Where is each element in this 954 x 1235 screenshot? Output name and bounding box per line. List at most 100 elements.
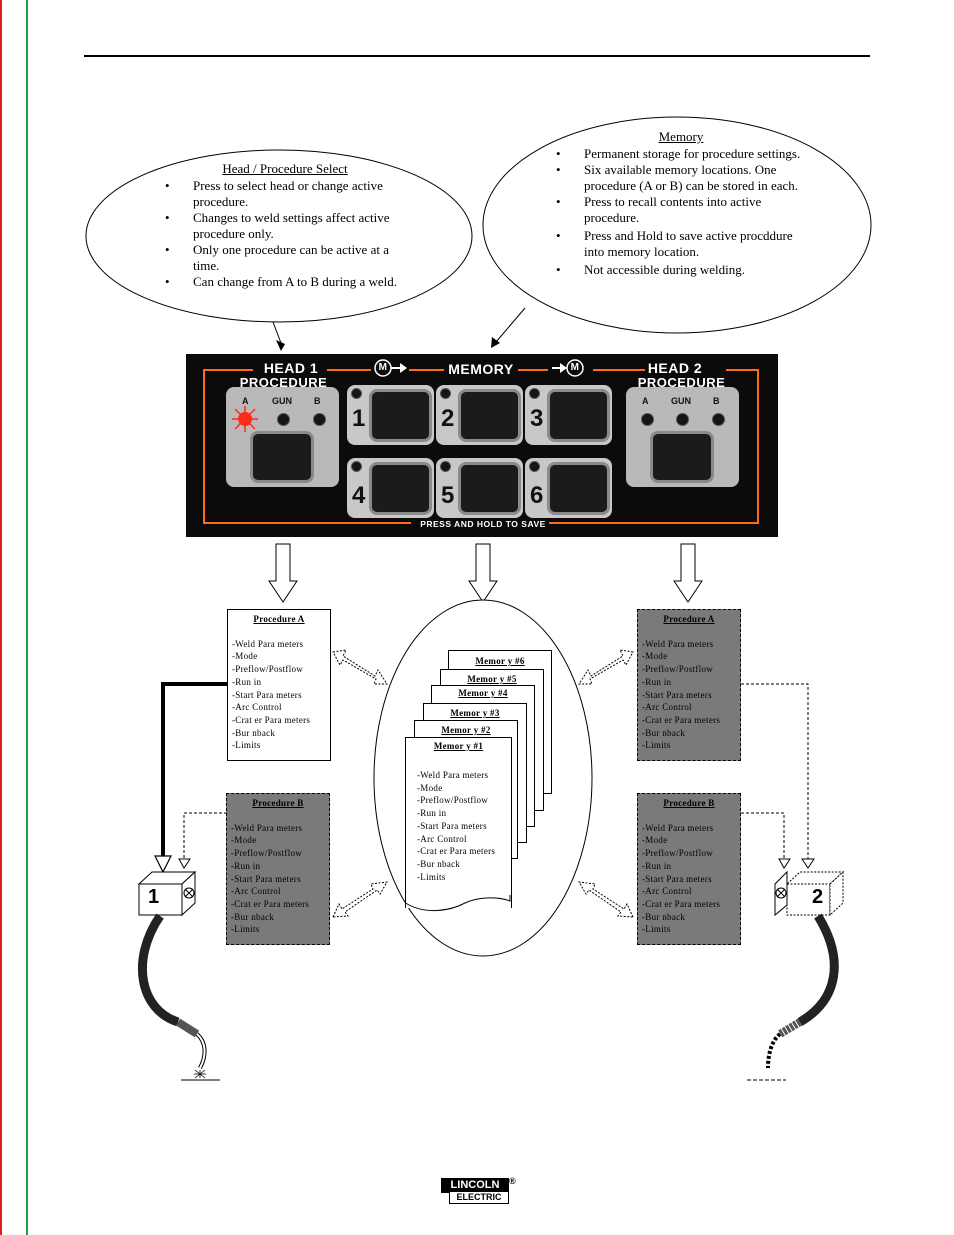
- gun-cable-1: [137, 913, 180, 1027]
- head1-procedure-b: Procedure B -Weld Para meters -Mode -Pre…: [226, 793, 330, 945]
- double-arrow-h1b: [332, 881, 388, 918]
- memory-button-5[interactable]: 5: [436, 458, 523, 518]
- memory-number: 6: [530, 482, 544, 509]
- procedure-item: -Start Para meters: [642, 689, 712, 700]
- procedure-title: Procedure A: [253, 614, 305, 624]
- memory-item: -Run in: [417, 808, 447, 819]
- left-green-margin-bar: [26, 0, 28, 1235]
- head1-label: HEAD 1: [263, 360, 319, 376]
- procedure-item: -Crat er Para meters: [642, 898, 721, 909]
- procedure-item: -Limits: [642, 740, 671, 751]
- head-callout-pointer: [272, 321, 282, 344]
- head2-link-a: [741, 683, 809, 860]
- memory-button-6[interactable]: 6: [525, 458, 612, 518]
- memory-item: -Preflow/Postflow: [417, 795, 489, 806]
- procedure-item: -Limits: [231, 924, 260, 935]
- procedure-item: -Weld Para meters: [642, 822, 714, 833]
- procedure-item: -Crat er Para meters: [232, 714, 311, 725]
- procedure-item: -Run in: [642, 676, 672, 687]
- memory-callout-bullet: Press to recall contents into active pro…: [556, 194, 806, 226]
- head1-led-label-gun: GUN: [272, 396, 292, 406]
- procedure-item: -Mode: [642, 835, 668, 846]
- procedure-title: Procedure B: [663, 798, 715, 808]
- procedure-item: -Preflow/Postflow: [642, 848, 714, 859]
- memory-number: 4: [352, 482, 366, 509]
- arc-spark: [194, 1069, 206, 1079]
- procedure-item: -Arc Control: [231, 886, 281, 897]
- procedure-item: -Start Para meters: [231, 873, 301, 884]
- press-hold-label: PRESS AND HOLD TO SAVE: [420, 519, 546, 529]
- procedure-item: -Weld Para meters: [231, 822, 303, 833]
- control-panel: HEAD 1 PROCEDURE MEMORY HEAD 2 PROCEDURE…: [186, 354, 778, 537]
- procedure-item: -Run in: [232, 676, 262, 687]
- down-arrow-right: [673, 543, 703, 603]
- memory-number: 3: [530, 405, 544, 432]
- memory-button-4[interactable]: 4: [347, 458, 434, 518]
- memory-sheet-title: Memor y #2: [441, 725, 491, 735]
- head2-procedure-b: Procedure B -Weld Para meters -Mode -Pre…: [637, 793, 741, 945]
- memory-callout: Memory Permanent storage for procedure s…: [556, 129, 806, 278]
- procedure-item: -Bur nback: [642, 911, 686, 922]
- head2-led-a: [641, 413, 654, 426]
- head1-procedure-button[interactable]: [250, 431, 314, 483]
- memory-sheet-title: Memor y #6: [475, 656, 525, 666]
- memory-button-1[interactable]: 1: [347, 385, 434, 445]
- memory-recall-icon: M: [374, 358, 408, 378]
- head1-procedure-label: PROCEDURE: [239, 375, 328, 390]
- memory-item: -Bur nback: [417, 858, 461, 869]
- head-callout-bullet: Can change from A to B during a weld.: [165, 274, 405, 290]
- procedure-item: -Limits: [232, 740, 261, 751]
- head-callout-bullet: Only one procedure can be active at a ti…: [165, 242, 405, 274]
- procedure-item: -Arc Control: [232, 702, 282, 713]
- memory-number: 2: [441, 405, 455, 432]
- save-icon-letter: M: [570, 362, 580, 373]
- memory-item: -Mode: [417, 782, 443, 793]
- head1-led-b: [313, 413, 326, 426]
- header-rule: [84, 55, 870, 57]
- memory-label: MEMORY: [448, 361, 514, 377]
- head2-procedure-button[interactable]: [650, 431, 714, 483]
- head2-select-group: A GUN B: [626, 387, 739, 487]
- memory-sheet-title: Memor y #5: [467, 674, 517, 684]
- logo-line2: ELECTRIC: [449, 1191, 509, 1204]
- head-callout-title: Head / Procedure Select: [222, 161, 348, 176]
- double-arrow-h1a: [332, 649, 388, 685]
- gun-cable-2: [797, 913, 839, 1026]
- memory-item: -Limits: [417, 871, 446, 882]
- memory-callout-bullet: Not accessible during welding.: [556, 262, 806, 278]
- memory-button-3[interactable]: 3: [525, 385, 612, 445]
- double-arrow-h2b: [578, 881, 634, 918]
- lincoln-electric-logo: LINCOLN ELECTRIC ®: [441, 1176, 517, 1204]
- procedure-item: -Crat er Para meters: [231, 898, 310, 909]
- head2-label: HEAD 2: [647, 360, 703, 376]
- head1-inactive-link: [183, 812, 227, 859]
- head2-procedure-a: Procedure A -Weld Para meters -Mode -Pre…: [637, 609, 741, 761]
- memory-callout-bullet: Permanent storage for procedure settings…: [556, 146, 806, 162]
- procedure-item: -Arc Control: [642, 702, 692, 713]
- head1-active-link: [161, 682, 227, 858]
- memory-item: -Start Para meters: [417, 820, 487, 831]
- memory-item: -Weld Para meters: [417, 770, 489, 780]
- feeder-2-number: 2: [812, 886, 824, 908]
- head2-led-b: [712, 413, 725, 426]
- procedure-item: -Mode: [231, 835, 257, 846]
- procedure-item: -Bur nback: [231, 911, 275, 922]
- head1-led-gun: [277, 413, 290, 426]
- memory-callout-bullet: Press and Hold to save active procddure …: [556, 228, 806, 260]
- procedure-item: -Preflow/Postflow: [642, 664, 714, 675]
- procedure-item: -Run in: [231, 860, 261, 871]
- recall-icon-letter: M: [378, 362, 388, 373]
- procedure-item: -Preflow/Postflow: [231, 848, 303, 859]
- head1-led-label-a: A: [242, 396, 249, 406]
- procedure-title: Procedure A: [663, 614, 715, 624]
- memory-sheet-title: Memor y #3: [450, 708, 500, 718]
- memory-item: -Arc Control: [417, 833, 467, 844]
- memory-button-2[interactable]: 2: [436, 385, 523, 445]
- procedure-item: -Weld Para meters: [232, 638, 304, 649]
- wire-feeder-1: [137, 870, 197, 917]
- head-callout-bullet: Press to select head or change active pr…: [165, 178, 405, 210]
- double-arrow-h2a: [578, 649, 634, 685]
- procedure-title: Procedure B: [252, 798, 304, 808]
- procedure-item: -Mode: [232, 651, 258, 662]
